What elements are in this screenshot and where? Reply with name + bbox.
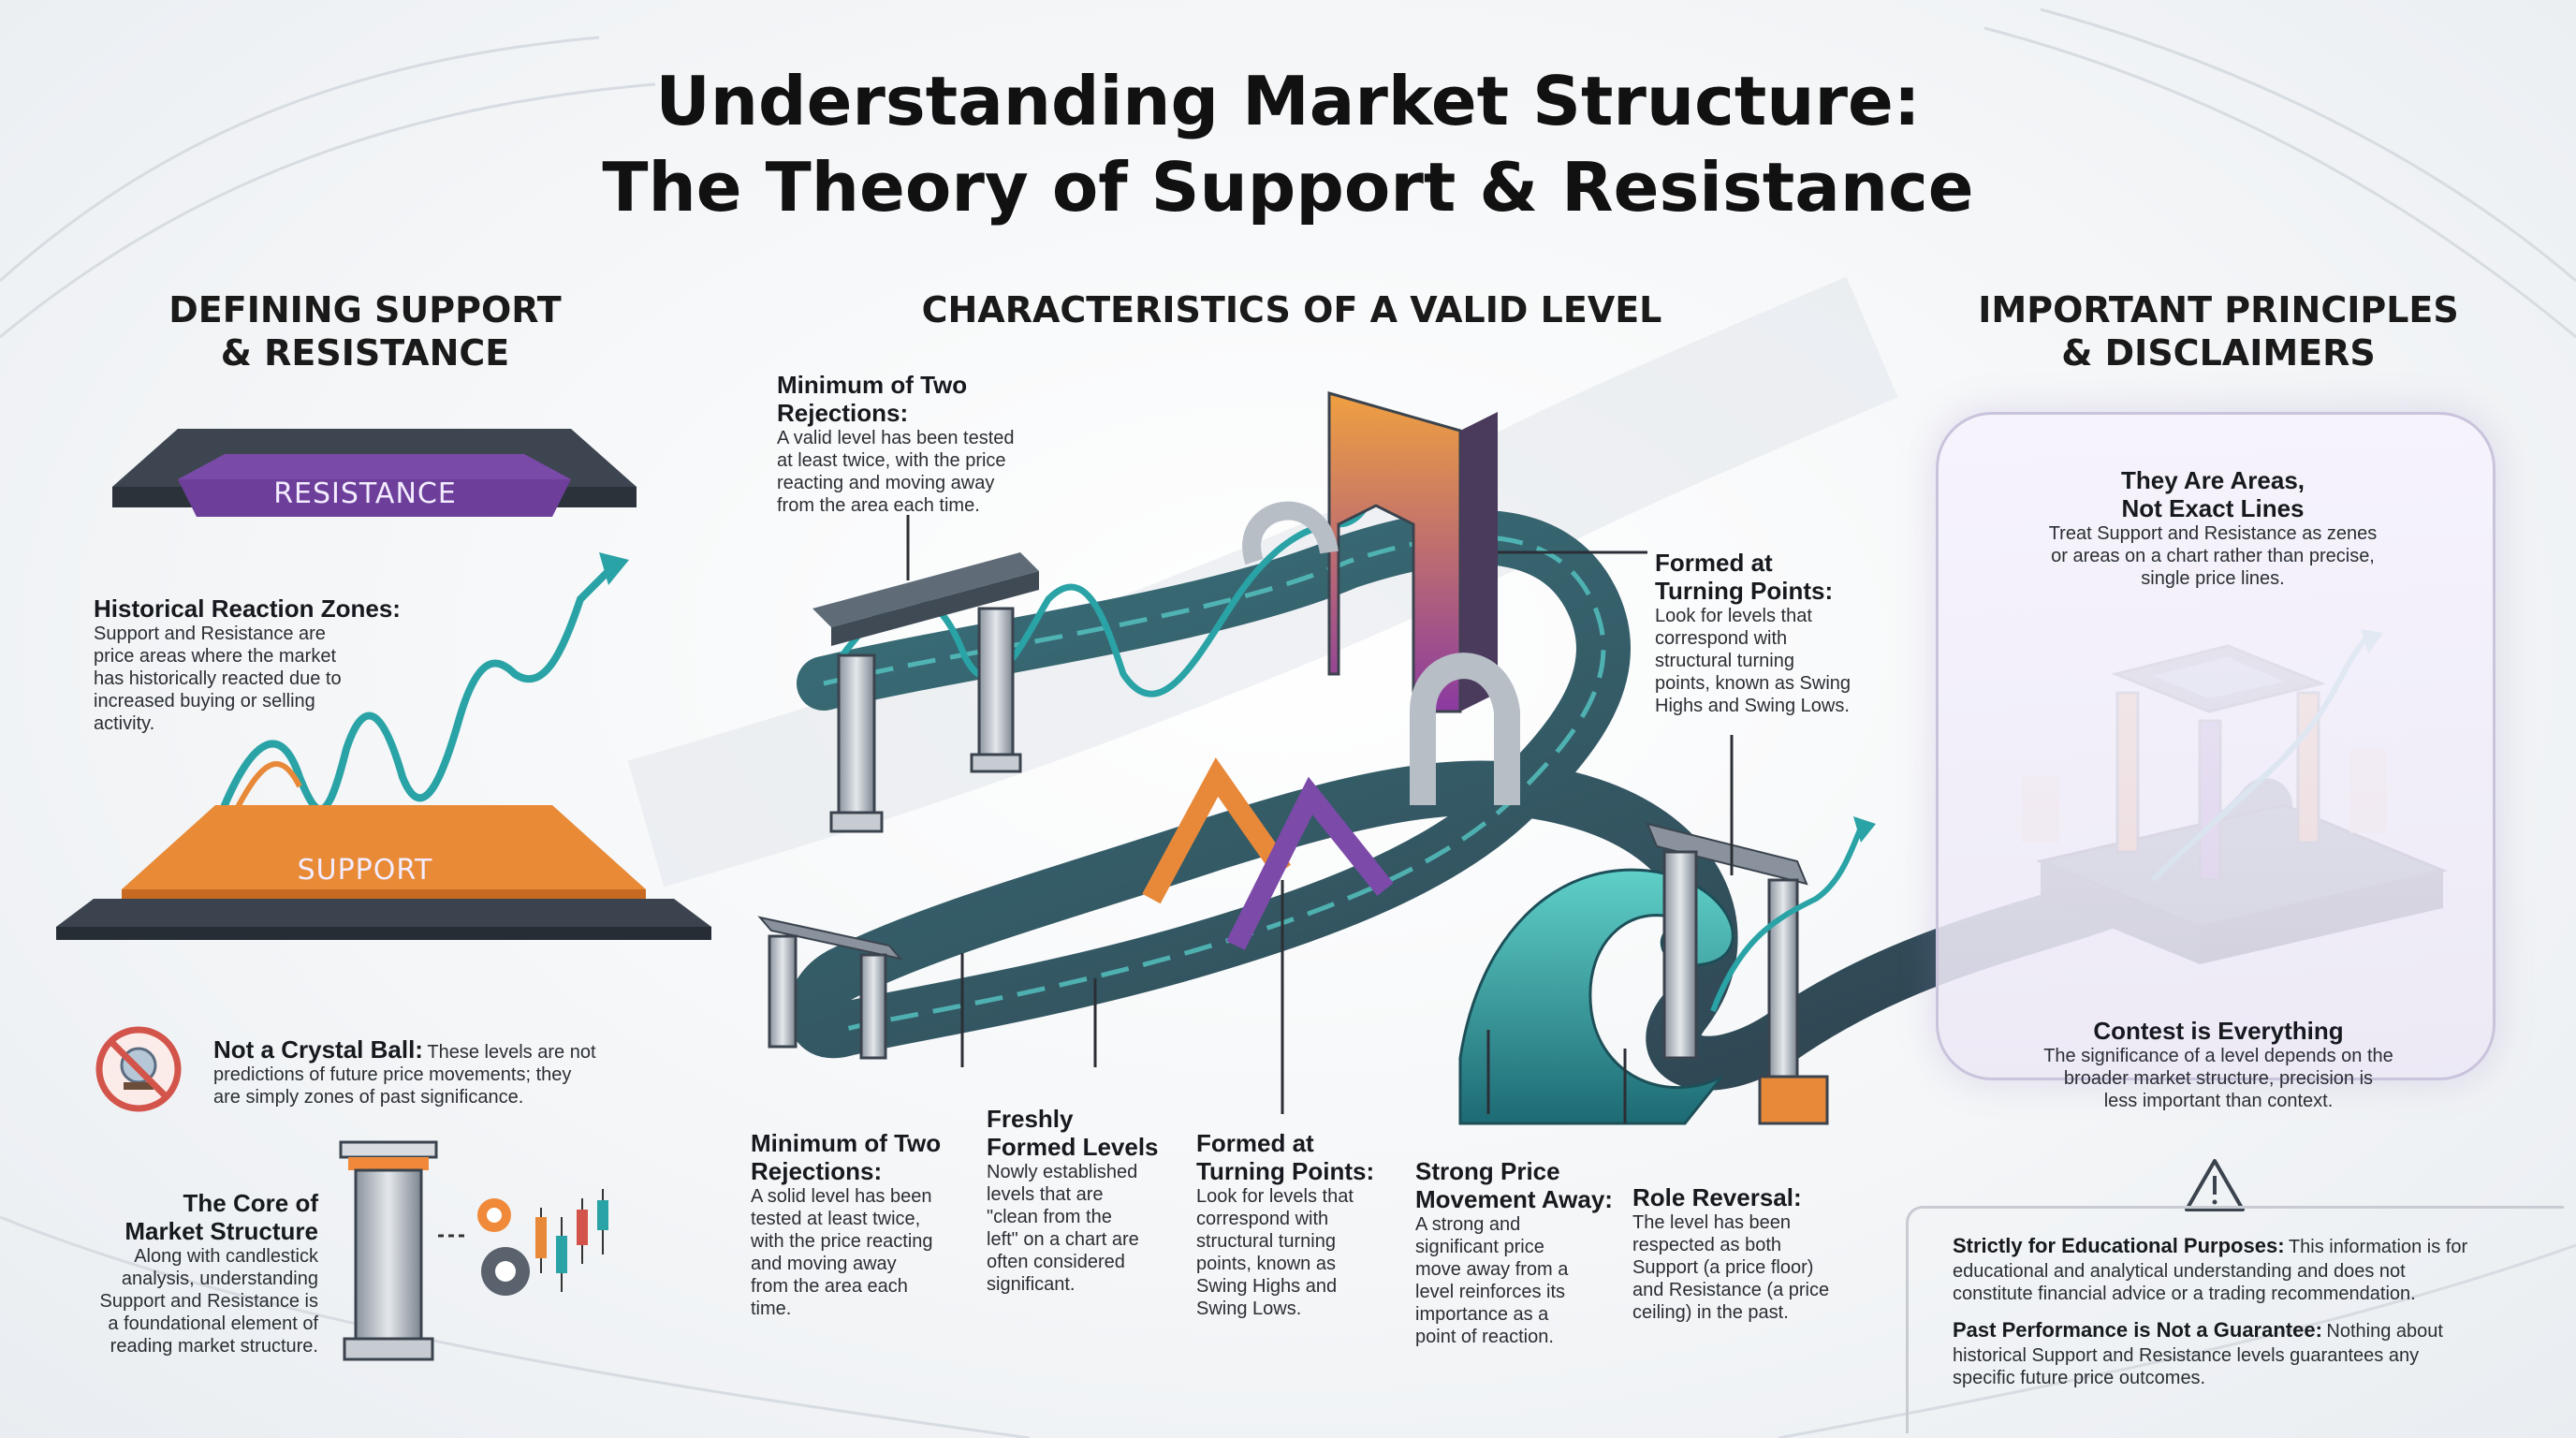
note-freshly-formed: Freshly Formed Levels Nowly established … (987, 1105, 1159, 1295)
no-crystal-ball-icon (95, 1026, 182, 1112)
note-bottom-two-rejections: Minimum of Two Rejections: A solid level… (751, 1129, 942, 1319)
note-role-reversal: Role Reversal: The level has been respec… (1632, 1183, 1830, 1323)
areas-card (1936, 412, 2496, 1080)
warning-icon (2185, 1159, 2245, 1211)
note-top-turning-points: Formed at Turning Points: Look for level… (1655, 549, 1852, 716)
disclaimer-text: Strictly for Educational Purposes: This … (1953, 1234, 2468, 1388)
left-price-line (221, 552, 629, 816)
note-strong-move: Strong Price Movement Away: A strong and… (1415, 1157, 1613, 1347)
grey-arch (1242, 501, 1520, 805)
right-section-heading: IMPORTANT PRINCIPLES & DISCLAIMERS (1978, 289, 2459, 374)
note-context: Contest is Everything The significance o… (2043, 1017, 2393, 1111)
arch-two-rejections (812, 552, 1039, 833)
swing-peaks (1142, 757, 1394, 950)
support-label: SUPPORT (297, 854, 433, 887)
page-title: Understanding Market Structure: The Theo… (602, 62, 1974, 227)
callout-lines (906, 515, 1734, 1123)
middle-section-heading: CHARACTERISTICS OF A VALID LEVEL (921, 289, 1662, 330)
note-core-structure: The Core of Market Structure Along with … (99, 1189, 318, 1357)
resistance-label: RESISTANCE (273, 477, 457, 510)
arch-bottom-left (757, 916, 903, 1060)
candlestick-icon (535, 1189, 608, 1292)
arch-role-reversal (1646, 816, 1876, 1125)
note-crystal-ball: Not a Crystal Ball: These levels are not… (213, 1035, 596, 1108)
disclaimer-box (1906, 1206, 2564, 1433)
pillar-icon (339, 1140, 438, 1361)
note-historical-zones: Historical Reaction Zones: Support and R… (94, 594, 401, 734)
resistance-plate (112, 429, 637, 517)
left-section-heading: DEFINING SUPPORT & RESISTANCE (168, 289, 562, 374)
gear-icon (477, 1198, 530, 1296)
note-areas-not-lines: They Are Areas, Not Exact Lines Treat Su… (2048, 466, 2378, 589)
support-plate (56, 805, 711, 940)
note-bottom-turning-points: Formed at Turning Points: Look for level… (1196, 1129, 1375, 1319)
note-top-two-rejections: Minimum of Two Rejections: A valid level… (777, 371, 1015, 516)
orange-arch (1327, 391, 1498, 713)
